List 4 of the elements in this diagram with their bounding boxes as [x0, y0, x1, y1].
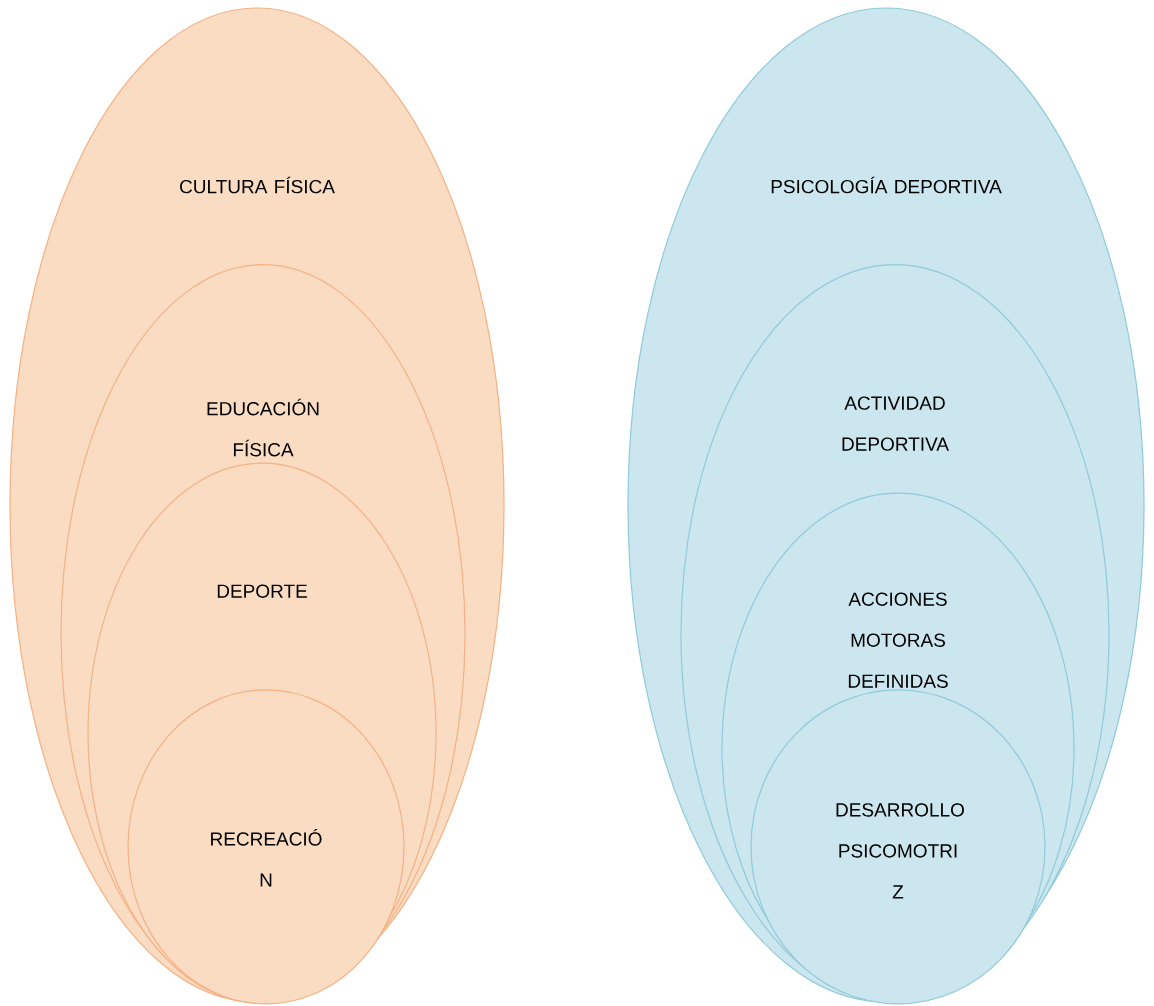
- node-label: RECREACIÓ N: [211, 829, 322, 887]
- node-label: DESARROLLO PSICOMOTRI Z: [836, 803, 964, 899]
- node-label: DEPORTE: [217, 584, 307, 598]
- node-label: ACTIVIDAD DEPORTIVA: [842, 396, 949, 451]
